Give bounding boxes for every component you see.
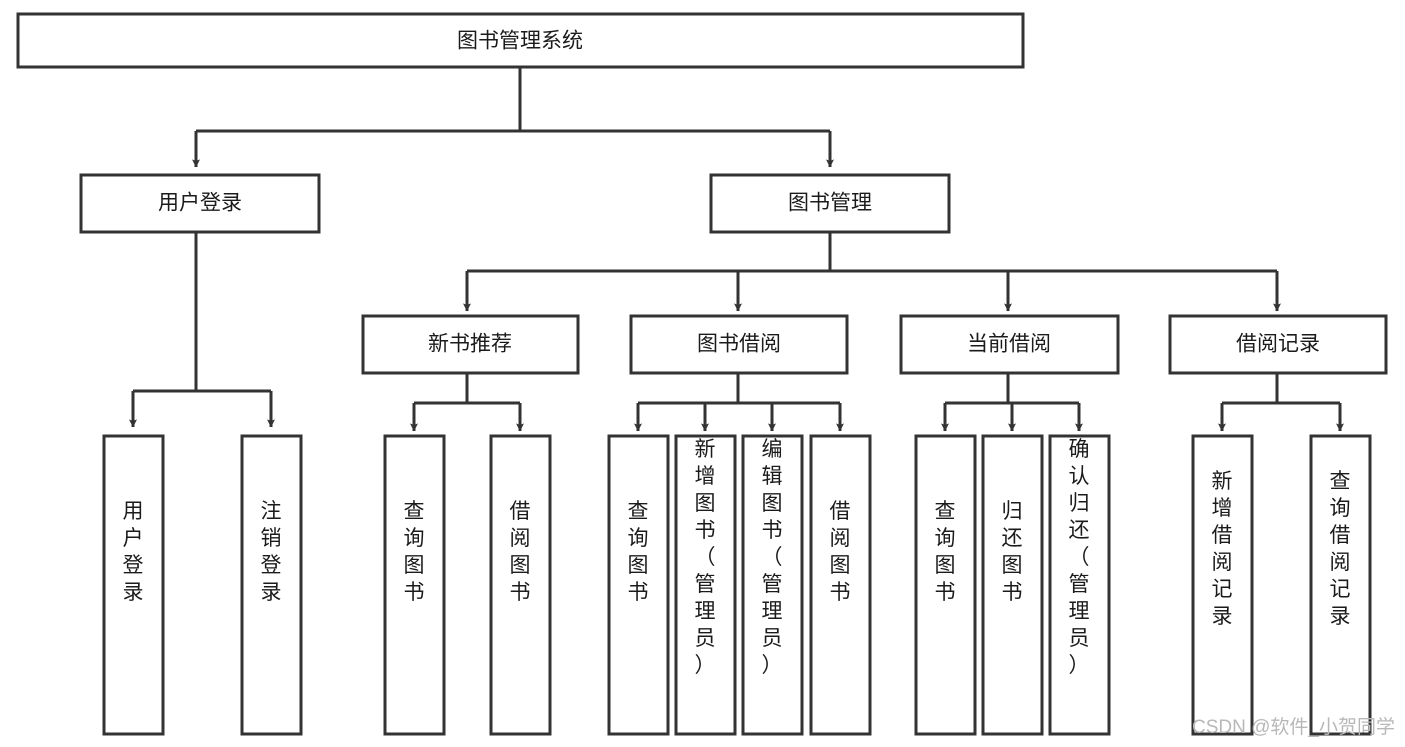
node-leaf-query-record-label: 查询借阅记录 (1330, 470, 1351, 628)
node-leaf-confirm-return-label: 确认归还（管理员） (1069, 438, 1090, 677)
node-leaf-query-record[interactable]: 查询借阅记录 (1309, 434, 1372, 736)
node-leaf-add-record[interactable]: 新增借阅记录 (1191, 434, 1254, 736)
node-leaf-query-record-box[interactable] (1309, 434, 1372, 736)
node-leaf-add-book[interactable]: 新增图书（管理员） (674, 434, 737, 736)
node-borrow-record[interactable]: 借阅记录 (1168, 314, 1388, 375)
node-root-box[interactable] (16, 12, 1025, 69)
node-leaf-query-book-1[interactable]: 查询图书 (383, 434, 446, 736)
node-leaf-query-book-2-label: 查询图书 (628, 500, 649, 604)
node-leaf-borrow-book-2-label: 借阅图书 (830, 500, 851, 604)
node-user-login[interactable]: 用户登录 (79, 173, 321, 234)
node-user-login-label: 用户登录 (158, 192, 242, 215)
node-borrow-record-label: 借阅记录 (1236, 333, 1320, 356)
node-new-book-recommend[interactable]: 新书推荐 (361, 314, 580, 375)
node-leaf-borrow-book-1-box[interactable] (489, 434, 552, 736)
node-leaf-user-logout-box[interactable] (240, 434, 303, 736)
node-leaf-user-logout-label: 注销登录 (261, 500, 282, 604)
node-leaf-confirm-return[interactable]: 确认归还（管理员） (1048, 434, 1111, 736)
node-leaf-query-book-1-label: 查询图书 (404, 500, 425, 604)
node-book-borrow-label: 图书借阅 (697, 333, 781, 356)
node-current-borrow[interactable]: 当前借阅 (899, 314, 1120, 375)
node-leaf-confirm-return-box[interactable] (1048, 434, 1111, 736)
node-borrow-record-box[interactable] (1168, 314, 1388, 375)
node-leaf-edit-book-label: 编辑图书（管理员） (762, 438, 783, 677)
node-leaf-borrow-book-2[interactable]: 借阅图书 (809, 434, 872, 736)
node-leaf-borrow-book-2-box[interactable] (809, 434, 872, 736)
node-book-borrow[interactable]: 图书借阅 (629, 314, 849, 375)
node-new-book-recommend-box[interactable] (361, 314, 580, 375)
watermark-label: CSDN @软件_小贺同学 (1192, 716, 1395, 738)
node-leaf-return-book[interactable]: 归还图书 (981, 434, 1044, 736)
node-new-book-recommend-label: 新书推荐 (428, 333, 512, 356)
node-book-borrow-box[interactable] (629, 314, 849, 375)
node-leaf-borrow-book-1-label: 借阅图书 (510, 500, 531, 604)
node-leaf-borrow-book-1[interactable]: 借阅图书 (489, 434, 552, 736)
node-leaf-query-book-2-box[interactable] (607, 434, 670, 736)
node-leaf-user-logout[interactable]: 注销登录 (240, 434, 303, 736)
node-leaf-query-book-2[interactable]: 查询图书 (607, 434, 670, 736)
node-book-manage-label: 图书管理 (788, 192, 872, 215)
node-root-label: 图书管理系统 (457, 30, 583, 53)
node-leaf-add-record-box[interactable] (1191, 434, 1254, 736)
node-current-borrow-label: 当前借阅 (967, 333, 1051, 356)
node-leaf-return-book-label: 归还图书 (1002, 500, 1023, 604)
node-user-login-box[interactable] (79, 173, 321, 234)
nodes-layer: 图书管理系统 用户登录 图书管理 新书推荐 图书借阅 (16, 12, 1388, 736)
node-book-manage-box[interactable] (709, 173, 951, 234)
node-leaf-query-book-3-box[interactable] (914, 434, 977, 736)
node-leaf-user-login-box[interactable] (102, 434, 165, 736)
node-current-borrow-box[interactable] (899, 314, 1120, 375)
node-leaf-add-record-label: 新增借阅记录 (1212, 470, 1233, 628)
node-root[interactable]: 图书管理系统 (16, 12, 1025, 69)
node-leaf-edit-book-box[interactable] (741, 434, 804, 736)
node-leaf-query-book-1-box[interactable] (383, 434, 446, 736)
node-leaf-add-book-label: 新增图书（管理员） (695, 438, 716, 677)
node-book-manage[interactable]: 图书管理 (709, 173, 951, 234)
node-leaf-user-login-label: 用户登录 (123, 500, 144, 604)
edges-layer (129, 67, 1344, 432)
node-leaf-add-book-box[interactable] (674, 434, 737, 736)
node-leaf-query-book-3[interactable]: 查询图书 (914, 434, 977, 736)
node-leaf-edit-book[interactable]: 编辑图书（管理员） (741, 434, 804, 736)
node-leaf-query-book-3-label: 查询图书 (935, 500, 956, 604)
node-leaf-user-login[interactable]: 用户登录 (102, 434, 165, 736)
node-leaf-return-book-box[interactable] (981, 434, 1044, 736)
